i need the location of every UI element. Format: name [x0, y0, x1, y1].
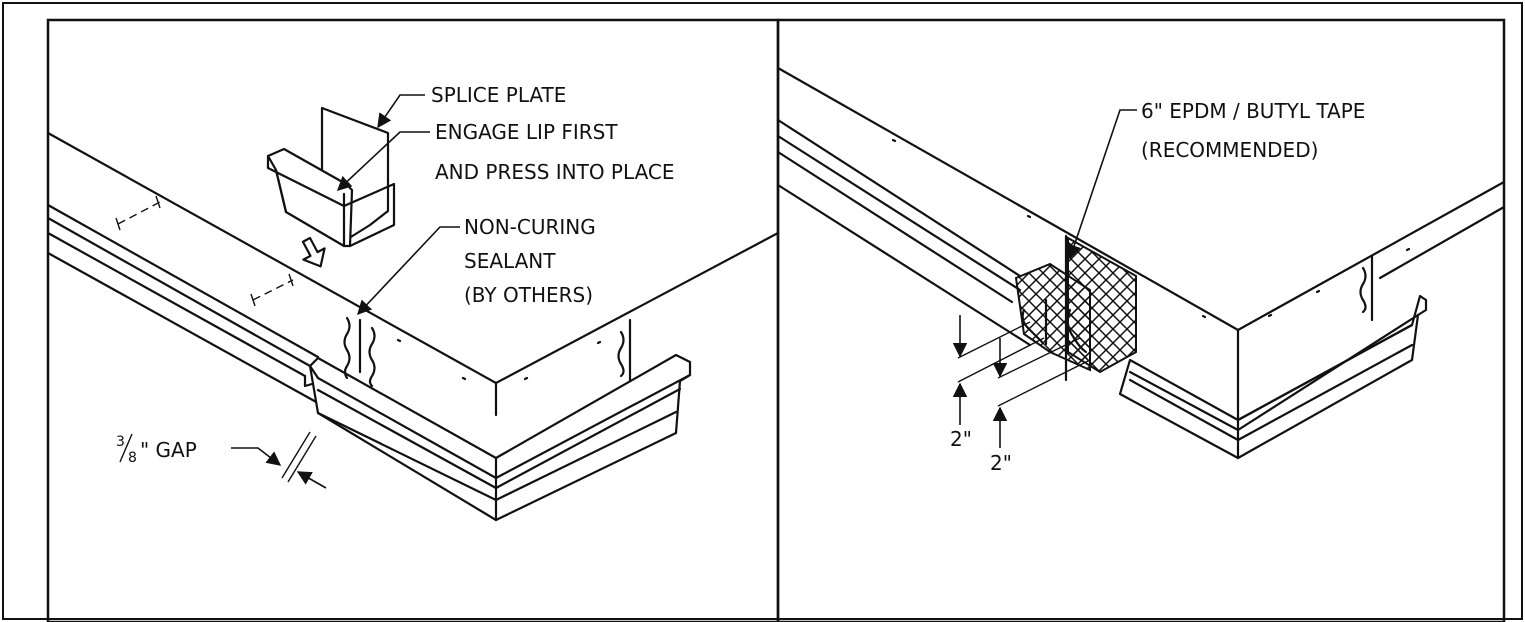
gap-dimension — [231, 431, 327, 489]
engage-lip-label-line1: ENGAGE LIP FIRST — [435, 120, 618, 144]
gap-label: " GAP — [140, 438, 197, 462]
sealant-label-line3: (BY OTHERS) — [464, 283, 593, 307]
gap-fraction-bar — [119, 433, 133, 463]
gap-fraction-numerator: 3 — [116, 434, 125, 450]
left-panel-frame — [46, 18, 780, 622]
left-roof-deck — [46, 131, 780, 417]
left-centerlines — [115, 195, 294, 307]
press-down-arrow-icon — [301, 236, 326, 268]
tape-label-line2: (RECOMMENDED) — [1141, 138, 1318, 162]
epdm-tape — [1014, 236, 1137, 374]
dimension-2in-right: 2" — [990, 451, 1012, 475]
tape-dimensions — [952, 315, 1091, 448]
right-panel-frame — [776, 18, 1506, 622]
right-panel: 6" EPDM / BUTYL TAPE (RECOMMENDED) 2" 2" — [776, 18, 1506, 622]
gap-fraction-denominator: 8 — [128, 450, 137, 466]
dimension-2in-left: 2" — [950, 427, 972, 451]
splice-plate-label: SPLICE PLATE — [431, 83, 566, 107]
sealant-label-line1: NON-CURING — [464, 215, 596, 239]
splice-plate — [266, 106, 396, 248]
right-gutter — [1118, 294, 1428, 460]
left-panel: SPLICE PLATE ENGAGE LIP FIRST AND PRESS … — [46, 18, 780, 622]
engage-lip-label-line2: AND PRESS INTO PLACE — [435, 160, 675, 184]
tape-leader — [1067, 109, 1137, 260]
sealant-label-line2: SEALANT — [464, 249, 556, 273]
left-leaders — [336, 94, 460, 316]
left-gutter — [308, 316, 692, 522]
tape-label-line1: 6" EPDM / BUTYL TAPE — [1141, 99, 1365, 123]
